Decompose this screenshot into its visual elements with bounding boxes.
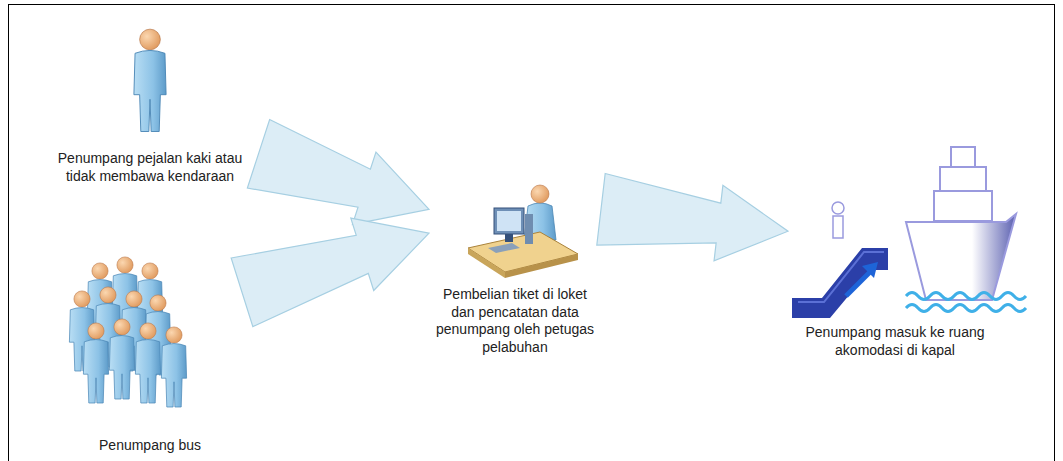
- ship-icon: [906, 147, 1026, 312]
- step-label: Pembelian tiket di loket dan pencatatan …: [435, 286, 595, 356]
- process-step: Pembelian tiket di loket dan pencatatan …: [431, 178, 599, 362]
- process-step: Penumpang pejalan kaki atau tidak membaw…: [44, 22, 257, 191]
- bus-passengers-icon: [69, 257, 186, 407]
- step-label: Penumpang masuk ke ruang akomodasi di ka…: [800, 324, 990, 359]
- frame: [9, 5, 1055, 461]
- pedestrian-icon: [134, 29, 166, 131]
- process-step: Penumpang bus: [60, 258, 240, 460]
- step-label: Penumpang bus: [99, 437, 201, 455]
- flow-arrow: [597, 174, 788, 261]
- flow-arrow: [247, 120, 429, 225]
- boarding-icon: [792, 202, 888, 318]
- step-label: Penumpang pejalan kaki atau tidak membaw…: [48, 150, 253, 185]
- flow-arrow: [231, 218, 429, 327]
- process-step: Penumpang masuk ke ruang akomodasi di ka…: [790, 142, 1000, 365]
- ticket-counter-icon: [468, 185, 578, 278]
